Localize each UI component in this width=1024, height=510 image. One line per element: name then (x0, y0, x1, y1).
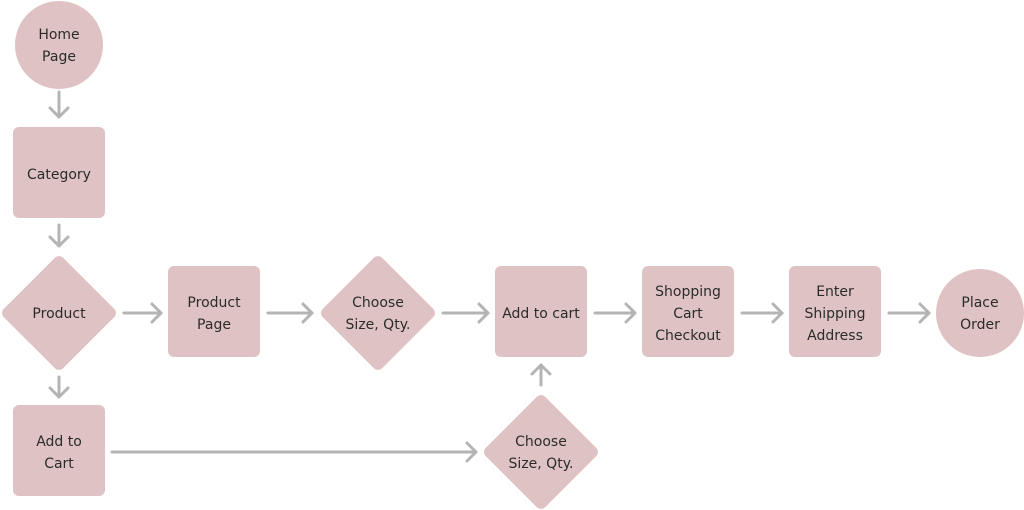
label-line: Product (187, 295, 241, 311)
arrow-category-to-product (48, 223, 70, 248)
label-line: Checkout (655, 328, 721, 344)
arrow-home-to-category (48, 90, 70, 119)
label-line: Cart (673, 306, 703, 322)
arrow-product-to-add-to-cart (48, 375, 70, 399)
label-line: Place (961, 295, 998, 311)
label-line: Enter (816, 284, 854, 300)
label-line: Shopping (655, 284, 721, 300)
label-line: Choose (352, 295, 404, 311)
label-line: Size, Qty. (346, 317, 411, 333)
label-line: Product (32, 306, 86, 322)
label-line: Add to (36, 434, 82, 450)
arrow-product-to-product-page (122, 302, 163, 324)
node-product-label: Product (32, 306, 86, 322)
label-line: Home (38, 27, 79, 43)
node-add-to-cart-quick-label: Add to Cart (36, 434, 82, 472)
label-line: Add to cart (502, 306, 580, 322)
arrow-checkout-to-shipping (740, 302, 784, 324)
node-product-decision: Product (2, 256, 116, 370)
label-line: Cart (44, 456, 74, 472)
node-category: Category (13, 127, 105, 218)
arrow-choose-size-to-add-to-cart (441, 302, 490, 324)
label-line: Shipping (804, 306, 865, 322)
node-add-to-cart: Add to cart (495, 266, 587, 357)
arrow-add-to-cart-to-checkout (593, 302, 637, 324)
node-add-to-cart-quick: Add to Cart (13, 405, 105, 496)
arrow-add-to-cart-to-choose-size-2 (110, 441, 478, 463)
arrows (48, 90, 931, 463)
label-line: Size, Qty. (509, 456, 574, 472)
arrow-choose-size-2-to-add-to-cart (530, 363, 552, 387)
label-line: Page (197, 317, 231, 333)
arrow-product-page-to-choose-size (266, 302, 314, 324)
label-line: Category (27, 167, 91, 183)
arrow-shipping-to-place-order (887, 302, 931, 324)
label-line: Order (960, 317, 1000, 333)
label-line: Choose (515, 434, 567, 450)
node-category-label: Category (27, 167, 91, 183)
label-line: Address (807, 328, 863, 344)
label-line: Page (42, 49, 76, 65)
node-add-to-cart-label: Add to cart (502, 306, 580, 322)
